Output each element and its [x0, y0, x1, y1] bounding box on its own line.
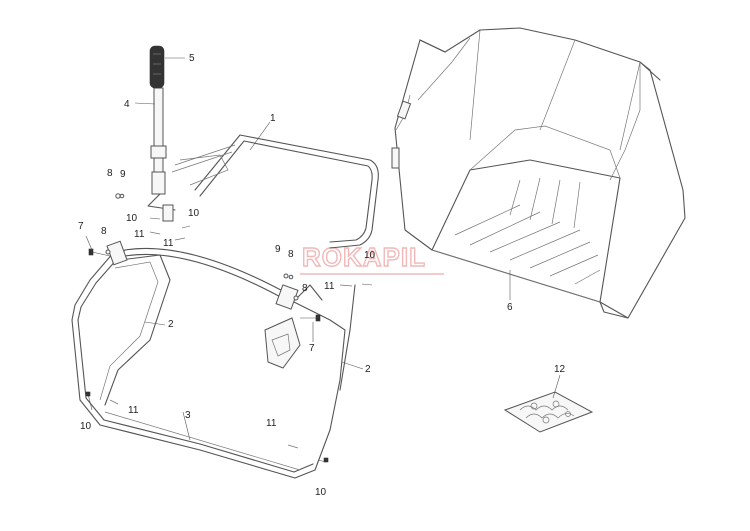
callout-10-a: 10 — [126, 213, 138, 224]
grass-bag — [391, 27, 686, 319]
leader-lines — [85, 57, 561, 441]
callout-8-c: 8 — [288, 249, 294, 260]
handle-grip — [149, 45, 165, 89]
callout-12: 12 — [554, 364, 566, 375]
callout-2-left: 2 — [168, 319, 174, 330]
callout-11-a: 11 — [134, 229, 145, 240]
watermark: ROKAPIL — [300, 241, 444, 275]
callout-7-right: 7 — [309, 343, 315, 354]
callout-11-d: 11 — [128, 405, 139, 416]
callout-10-d: 10 — [80, 421, 92, 432]
callout-3: 3 — [185, 410, 191, 421]
callout-8-d: 8 — [302, 283, 308, 294]
callout-11-e: 11 — [266, 418, 277, 429]
callout-11-c: 11 — [324, 281, 335, 292]
watermark-text: ROKAPIL — [302, 242, 426, 272]
callout-9-b: 9 — [275, 244, 281, 255]
lower-frame — [71, 240, 356, 479]
callout-11-b: 11 — [163, 238, 174, 249]
callout-10-c: 10 — [364, 250, 376, 261]
callout-1: 1 — [270, 113, 276, 124]
handle-bar — [147, 87, 176, 222]
callout-5: 5 — [189, 53, 195, 64]
handle-frame — [171, 134, 379, 249]
fasteners — [85, 193, 373, 463]
callout-2-right: 2 — [365, 364, 371, 375]
callout-6: 6 — [507, 302, 513, 313]
callout-4: 4 — [124, 99, 130, 110]
callout-10-e: 10 — [315, 487, 327, 498]
callout-10-b: 10 — [188, 208, 200, 219]
hardware-bag — [503, 391, 594, 433]
callout-8-b: 8 — [101, 226, 107, 237]
callout-7-left: 7 — [78, 221, 84, 232]
callout-9-a: 9 — [120, 169, 126, 180]
callout-labels: 1 2 2 3 4 5 6 7 7 8 8 8 8 9 9 10 10 10 1… — [78, 53, 566, 498]
callout-8-a: 8 — [107, 168, 113, 179]
